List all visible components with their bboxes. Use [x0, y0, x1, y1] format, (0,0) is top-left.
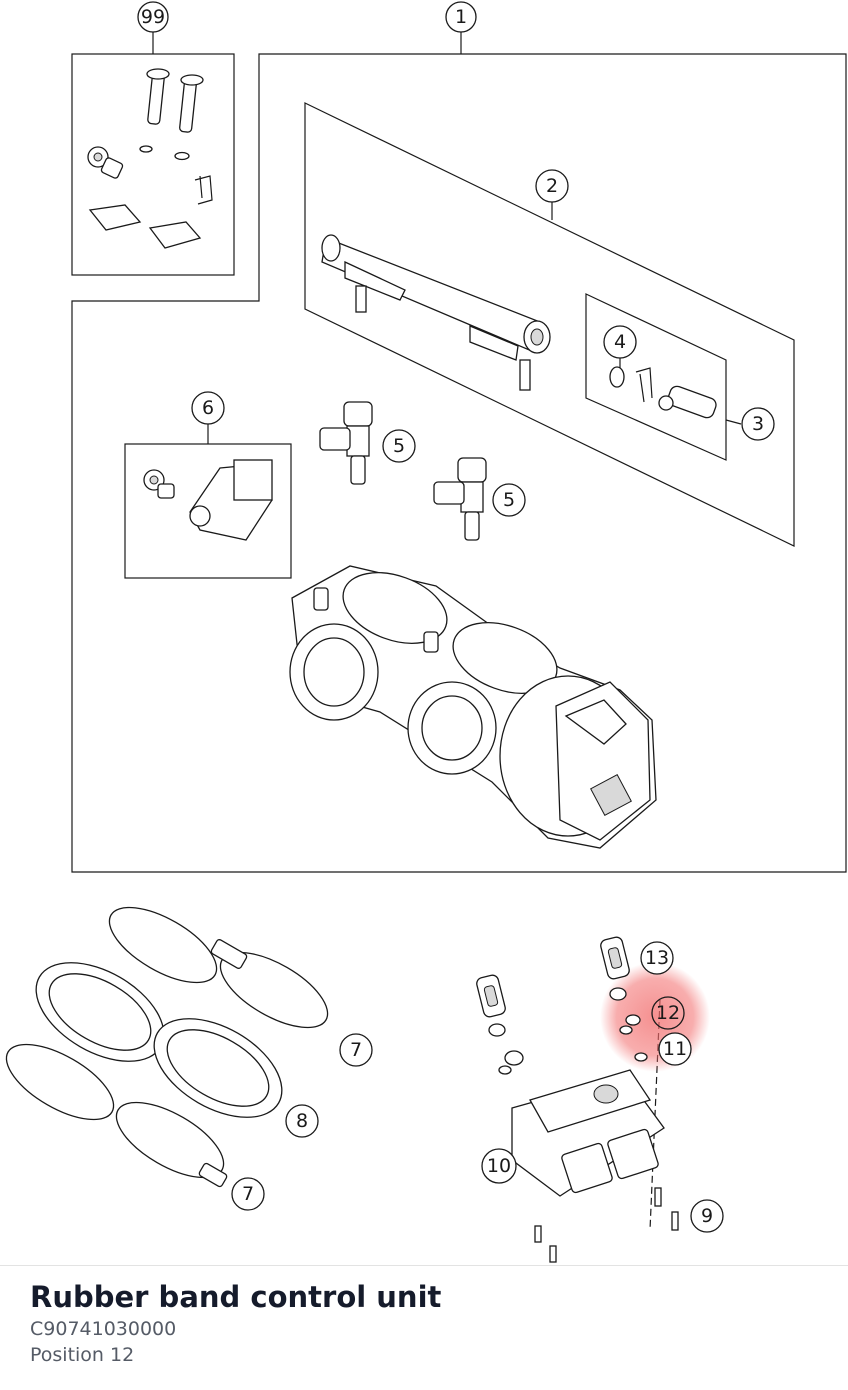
- group-3-parts: [609, 366, 717, 419]
- callout-10-label: 10: [487, 1155, 511, 1177]
- callout-2[interactable]: 2: [535, 169, 569, 203]
- kit-99-parts: [87, 68, 213, 249]
- callout-10[interactable]: 10: [481, 1148, 517, 1184]
- info-divider: [0, 1265, 848, 1266]
- exploded-parts-diagram: 99 1 2 3 4 5 5 6 7 7 8 9 10 11 12 13: [5, 1, 847, 1263]
- callout-7-upper[interactable]: 7: [339, 1033, 373, 1067]
- group-2-frame: [304, 102, 795, 547]
- pressure-sensor: [143, 459, 273, 541]
- callout-13-label: 13: [645, 947, 669, 969]
- callout-13[interactable]: 13: [640, 941, 674, 975]
- callout-6[interactable]: 6: [191, 391, 225, 425]
- callout-12-label: 12: [656, 1002, 680, 1024]
- part-number: C90741030000: [30, 1318, 177, 1340]
- rubber-band-part: [609, 987, 627, 1001]
- callout-7-upper-label: 7: [350, 1039, 362, 1061]
- callout-99-label: 99: [141, 6, 165, 28]
- callout-2-label: 2: [546, 175, 558, 197]
- callout-1-label: 1: [455, 6, 467, 28]
- callout-12[interactable]: 12: [651, 996, 685, 1030]
- part-info-panel: Rubber band control unit C90741030000 Po…: [30, 1278, 828, 1368]
- group-1-frame: [71, 53, 847, 873]
- callout-3-label: 3: [752, 413, 764, 435]
- callout-3[interactable]: 3: [741, 407, 775, 441]
- callout-5-upper[interactable]: 5: [382, 429, 416, 463]
- callout-1[interactable]: 1: [445, 1, 477, 33]
- group-3-frame: [585, 293, 727, 461]
- callout-5-lower-label: 5: [503, 489, 515, 511]
- throttle-body: [289, 565, 657, 849]
- injector-lower: [433, 457, 487, 541]
- callout-7-lower-label: 7: [242, 1183, 254, 1205]
- injector-upper: [319, 401, 373, 485]
- part-position: Position 12: [30, 1344, 135, 1366]
- callout-11-label: 11: [663, 1038, 687, 1060]
- callout-9[interactable]: 9: [690, 1199, 724, 1233]
- fuel-rail: [321, 234, 551, 391]
- callout-8-label: 8: [296, 1110, 308, 1132]
- callout-8[interactable]: 8: [285, 1104, 319, 1138]
- callout-5-lower[interactable]: 5: [492, 483, 526, 517]
- callout-7-lower[interactable]: 7: [231, 1177, 265, 1211]
- callout-99[interactable]: 99: [137, 1, 169, 33]
- callout-11[interactable]: 11: [658, 1032, 692, 1066]
- hose-clamps-and-boots: [5, 906, 329, 1188]
- part-name: Rubber band control unit: [30, 1280, 442, 1314]
- callout-6-label: 6: [202, 397, 214, 419]
- callout-4-label: 4: [614, 331, 626, 353]
- callout-4[interactable]: 4: [603, 325, 637, 359]
- callout-5-upper-label: 5: [393, 435, 405, 457]
- callout-9-label: 9: [701, 1205, 713, 1227]
- control-unit-assembly: [476, 936, 679, 1263]
